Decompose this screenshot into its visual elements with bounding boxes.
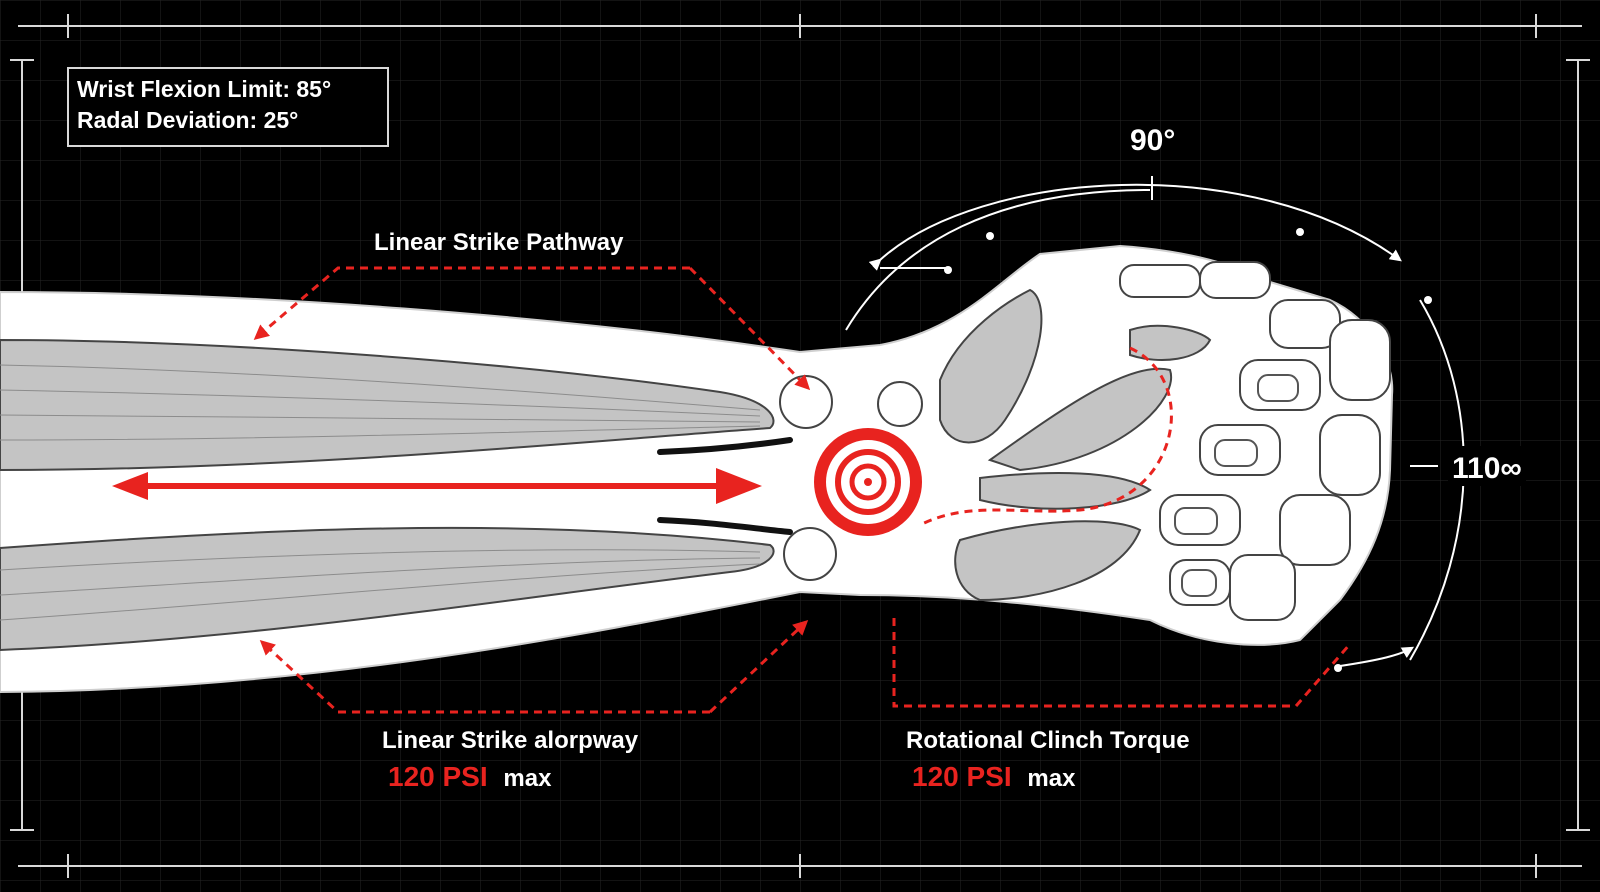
lower-forearm-muscle [0,526,775,652]
upper-arc-angle-label: 90° [1130,124,1175,157]
wrist-target [814,428,922,536]
angle-arc-dots [944,228,1432,672]
forearm [0,244,1394,694]
bottom-pathway-label: Linear Strike alorpway [382,727,639,754]
bottom-pathway-psi-unit: max [503,765,552,792]
right-arc-angle-label: 110∞ [1452,452,1522,485]
top-pathway-label: Linear Strike Pathway [374,229,624,256]
torque-psi-value: 120 PSI [912,761,1012,792]
bottom-pathway-psi-value: 120 PSI [388,761,488,792]
wrist-flexion-limit-text: Wrist Flexion Limit: 85° [77,76,331,102]
upper-forearm-muscle [0,338,775,472]
info-box: Wrist Flexion Limit: 85° Radal Deviation… [67,67,389,147]
torque-psi: 120 PSI max [912,761,1076,792]
radial-deviation-text: Radal Deviation: 25° [77,107,298,133]
strike-double-arrow [112,468,762,504]
pathway-dashes [253,266,1352,714]
torque-label: Rotational Clinch Torque [906,727,1190,754]
torque-psi-unit: max [1027,765,1076,792]
bottom-pathway-psi: 120 PSI max [388,761,552,792]
